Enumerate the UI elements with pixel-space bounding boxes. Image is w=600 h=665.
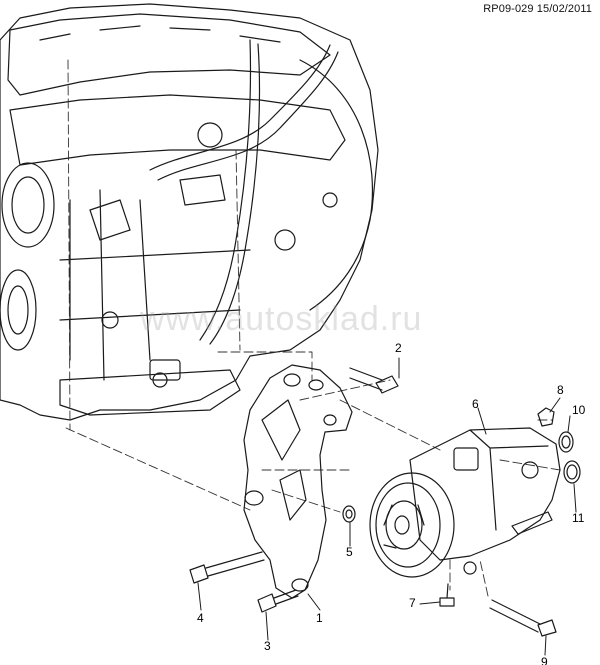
bolt-drawing	[537, 407, 555, 427]
nut-drawing	[342, 505, 356, 523]
callout-1: 1	[316, 611, 323, 625]
engine-block-drawing	[0, 3, 379, 421]
callout-4: 4	[197, 611, 204, 625]
callout-5: 5	[346, 545, 353, 559]
seal-ring-drawing	[558, 431, 574, 453]
callout-leader-lines	[197, 357, 577, 656]
ac-compressor-drawing	[369, 427, 561, 578]
callout-2: 2	[395, 341, 402, 355]
callout-11: 11	[572, 511, 585, 525]
watermark-text: www.autosklad.ru	[140, 300, 423, 338]
bolt-drawing	[489, 599, 557, 637]
alignment-leader-lines	[65, 59, 561, 597]
drawing-reference-number: RP09-029 15/02/2011	[483, 3, 592, 15]
compressor-bracket-drawing	[243, 364, 353, 599]
bolt-drawing	[349, 367, 399, 394]
bolt-drawing	[189, 551, 265, 584]
bolt-drawing	[439, 583, 455, 607]
callout-8: 8	[557, 383, 564, 397]
seal-ring-drawing	[563, 460, 581, 484]
callout-3: 3	[264, 639, 271, 653]
callout-9: 9	[541, 655, 548, 665]
callout-6: 6	[472, 397, 479, 411]
callout-10: 10	[572, 403, 586, 417]
callout-7: 7	[409, 596, 416, 610]
bolt-drawing	[257, 589, 299, 613]
